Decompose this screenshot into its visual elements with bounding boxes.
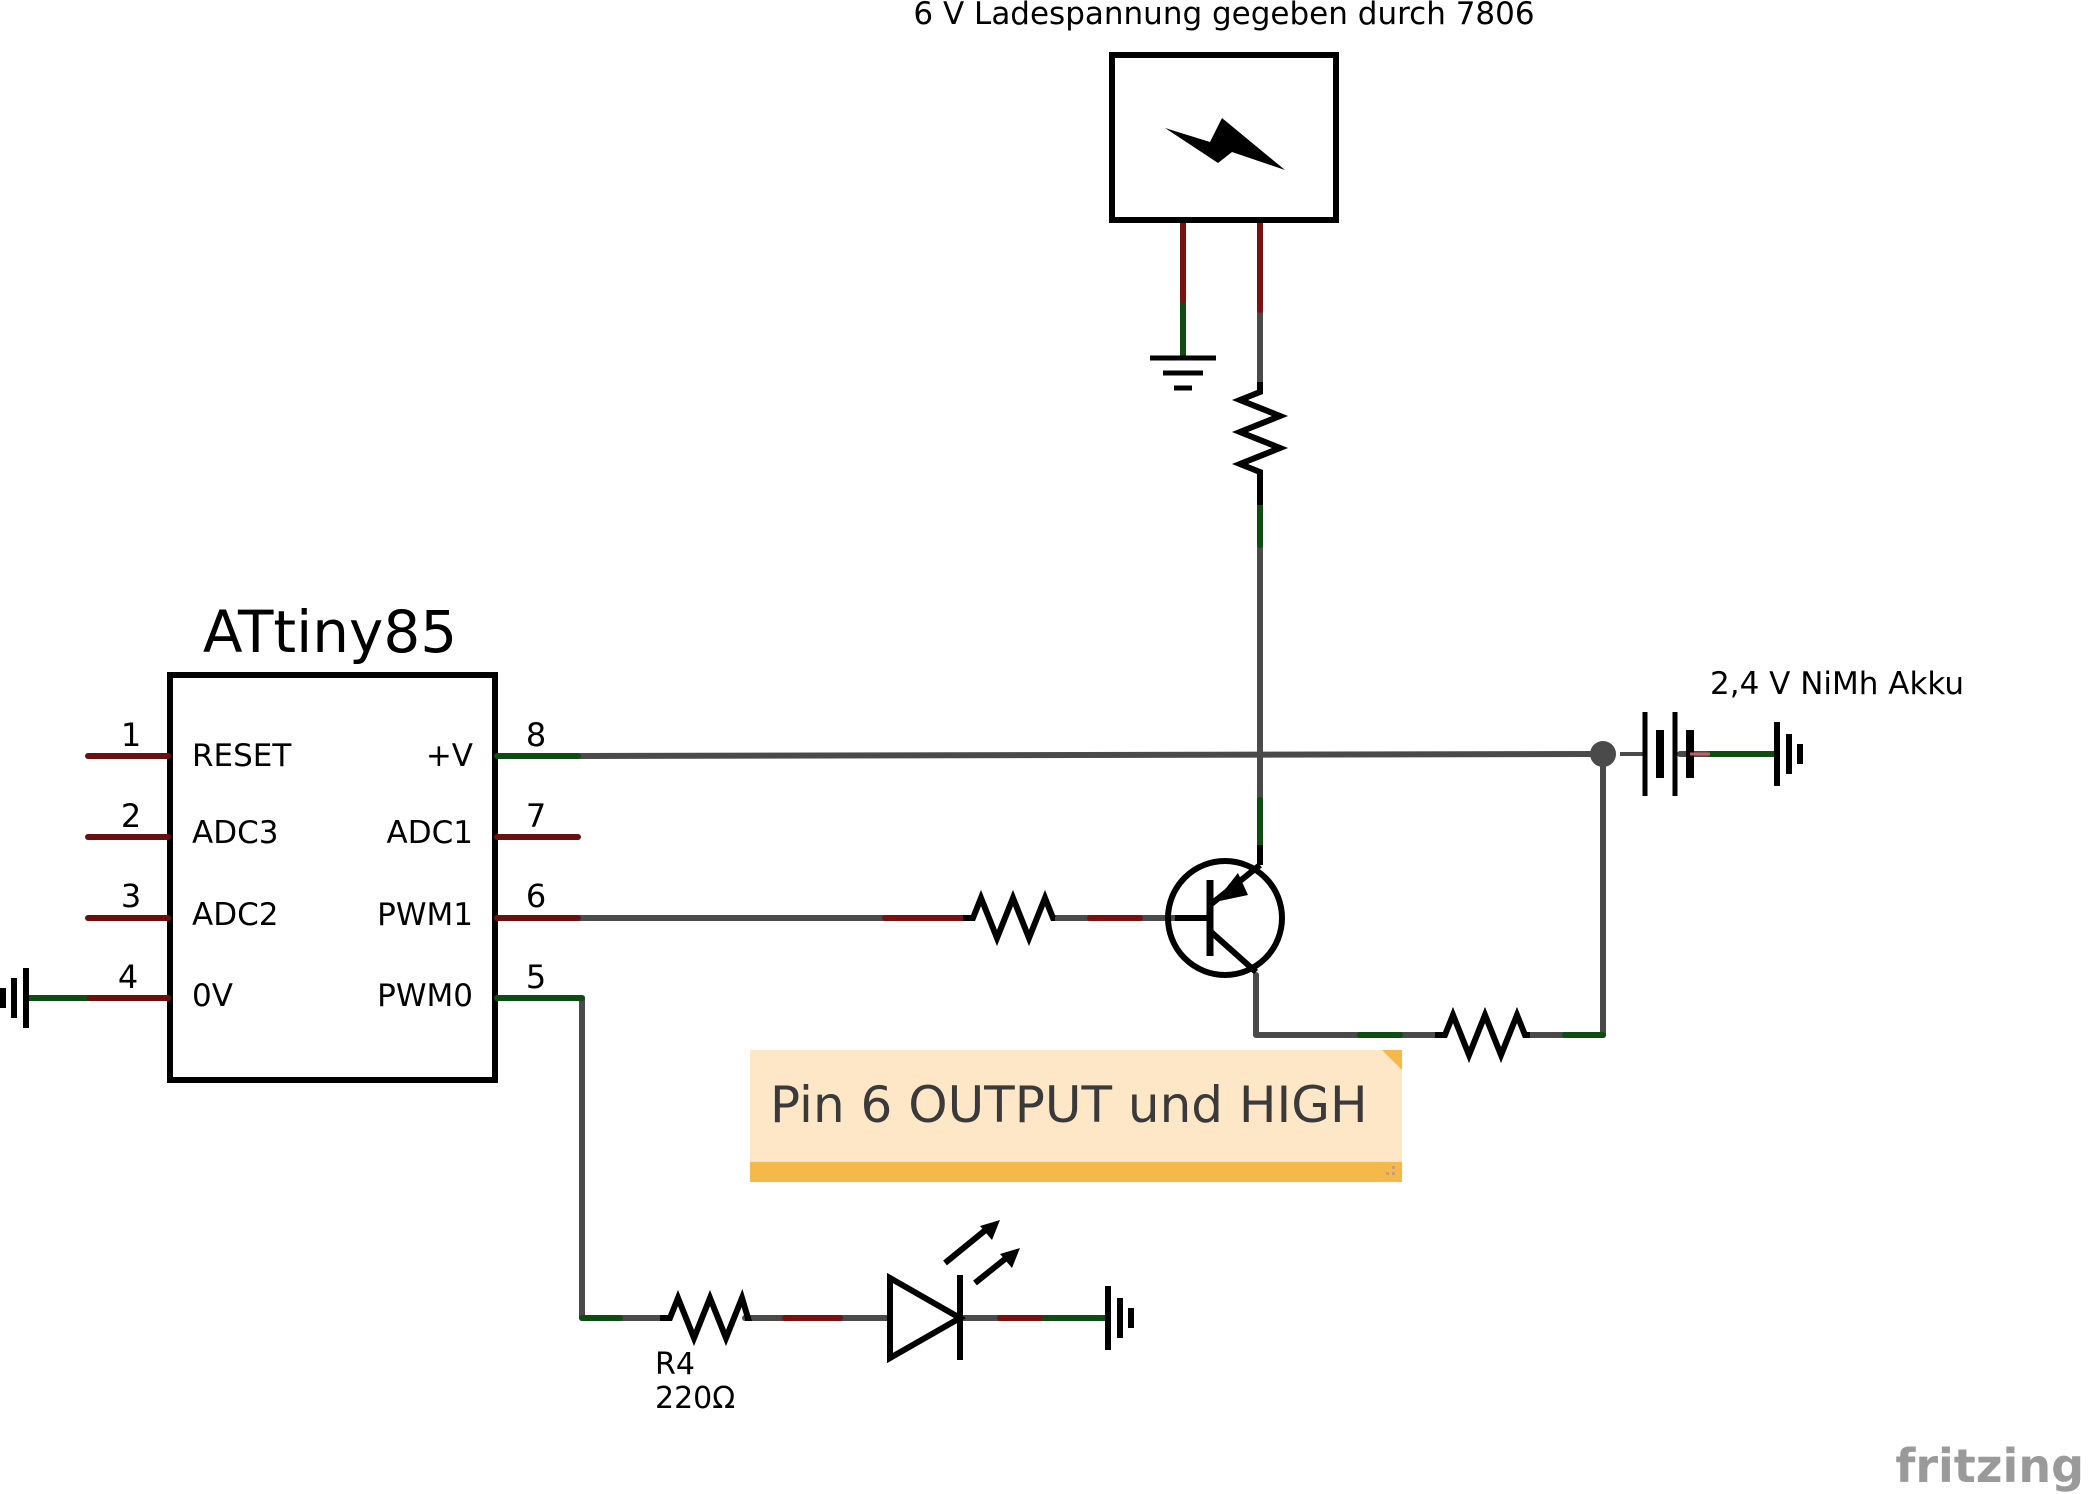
resistor-r4[interactable] [660, 1288, 753, 1347]
wire-pin5-led[interactable] [579, 995, 663, 1321]
ground-icon-supply [1150, 355, 1216, 391]
pin-8-label: +V [426, 738, 473, 774]
emitter-arrow-icon [1215, 873, 1248, 902]
pin-4-num: 4 [118, 958, 138, 996]
pin-1-num: 1 [121, 716, 141, 754]
ground-icon-led [1105, 1286, 1134, 1350]
transistor-body [1165, 858, 1285, 978]
junction-dot [1590, 741, 1616, 767]
note-text: Pin 6 OUTPUT und HIGH [770, 1076, 1368, 1134]
wire-vcc-rail[interactable] [575, 751, 1606, 759]
ground-icon-battery [1774, 722, 1803, 786]
wire-collector[interactable] [1253, 972, 1438, 1038]
led-triangle [887, 1272, 967, 1364]
chip-right-pins [494, 753, 585, 1001]
resistor-supply[interactable] [1231, 382, 1289, 505]
resistor-base[interactable] [963, 889, 1056, 947]
battery-icon[interactable] [1620, 712, 1710, 796]
pin-7-label: ADC1 [387, 815, 473, 851]
battery-label: 2,4 V NiMh Akku [1710, 666, 1964, 702]
pin-3-label: ADC2 [192, 897, 278, 933]
transistor-pnp[interactable] [1165, 845, 1285, 978]
r4-name: R4 [655, 1347, 695, 1382]
pin-6-num: 6 [526, 877, 546, 915]
note-resize-handle[interactable] [1386, 1166, 1395, 1175]
pin-7-num: 7 [526, 797, 546, 835]
pin-1-label: RESET [192, 738, 292, 774]
pin-accents-red [782, 217, 1263, 1321]
fritzing-logo: fritzing [1895, 1439, 2084, 1493]
pin-3-num: 3 [121, 877, 141, 915]
chip-name: ATtiny85 [203, 598, 457, 666]
pin-6-label: PWM1 [377, 897, 473, 933]
pin-5-label: PWM0 [377, 978, 473, 1014]
pin-5-num: 5 [526, 958, 546, 996]
pin-accents [579, 297, 1778, 1321]
note-bar [750, 1162, 1402, 1182]
note[interactable]: Pin 6 OUTPUT und HIGH [750, 1050, 1402, 1182]
led[interactable] [887, 1220, 1020, 1364]
lightning-icon [1165, 118, 1285, 170]
chip-body[interactable] [167, 672, 498, 1083]
chip-left-pins [25, 753, 171, 1001]
pin-2-num: 2 [121, 797, 141, 835]
resistor-collector[interactable] [1435, 1006, 1530, 1064]
note-body [750, 1050, 1402, 1162]
pin-4-label: 0V [192, 978, 233, 1014]
light-emission-icon [943, 1220, 1020, 1286]
pin-2-label: ADC3 [192, 815, 278, 851]
note-corner [1382, 1050, 1402, 1070]
pin-8-num: 8 [526, 716, 546, 754]
supply-label: 6 V Ladespannung gegeben durch 7806 [913, 0, 1534, 32]
r4-value: 220Ω [655, 1381, 735, 1416]
ground-icon-chip [0, 968, 29, 1028]
